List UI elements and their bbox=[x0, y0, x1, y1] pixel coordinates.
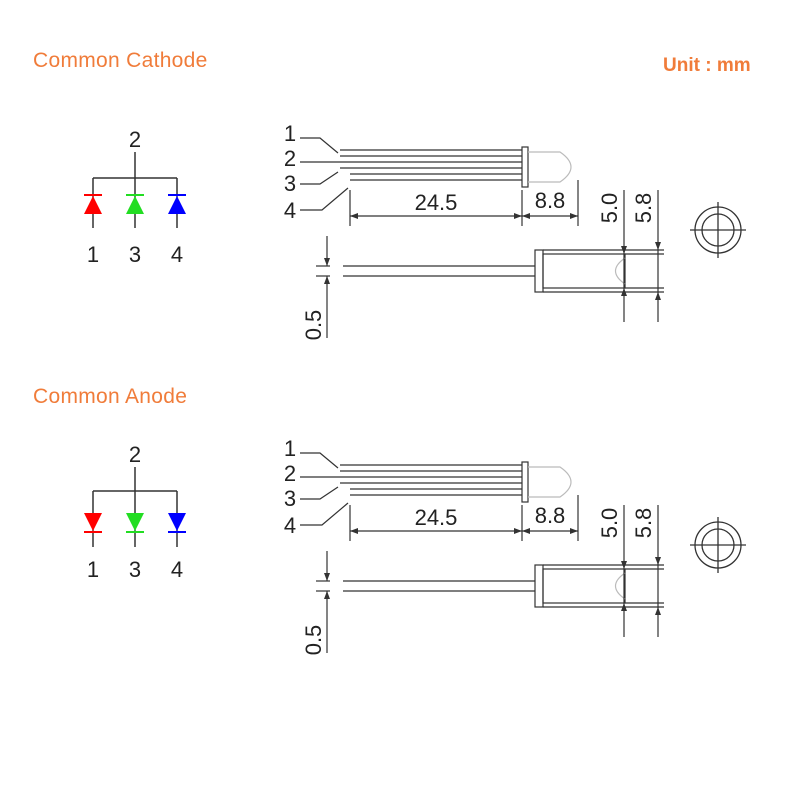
red-led-icon bbox=[84, 194, 102, 214]
schematic-pin-label: 1 bbox=[87, 557, 99, 582]
pin-callout-3: 3 bbox=[284, 486, 296, 511]
red-led-icon bbox=[84, 513, 102, 533]
pin-callout-2: 2 bbox=[284, 146, 296, 171]
dim-lead-length: 24.5 bbox=[415, 505, 458, 530]
dim-body-length: 8.8 bbox=[535, 503, 566, 528]
pin-callout-1: 1 bbox=[284, 436, 296, 461]
dim-body-dia: 5.0 bbox=[597, 508, 622, 539]
dim-arrows-top bbox=[350, 213, 578, 219]
dim-lead-width: 0.5 bbox=[301, 310, 326, 341]
schematic-pin-label: 3 bbox=[129, 242, 141, 267]
led-top-view bbox=[300, 137, 579, 226]
green-led-icon bbox=[126, 194, 144, 214]
dim-lead-width: 0.5 bbox=[301, 625, 326, 656]
dim-body-length: 8.8 bbox=[535, 188, 566, 213]
pin-callout-2: 2 bbox=[284, 461, 296, 486]
schematic-pin-label: 4 bbox=[171, 242, 183, 267]
dim-arrows-top bbox=[350, 528, 578, 534]
blue-led-icon bbox=[168, 513, 186, 533]
dim-flange-dia: 5.8 bbox=[631, 193, 656, 224]
schematic-common-pin: 2 bbox=[129, 442, 141, 467]
unit-label: Unit : mm bbox=[663, 55, 751, 76]
schematic-common-pin: 2 bbox=[129, 127, 141, 152]
anode-drawing: 2 1 3 4 1 2 3 4 24.5 8.8 bbox=[84, 436, 746, 656]
dim-arrows-side bbox=[324, 242, 661, 300]
led-end-view-icon bbox=[690, 517, 746, 573]
pin-callout-1: 1 bbox=[284, 121, 296, 146]
dim-arrows-side bbox=[324, 557, 661, 615]
anode-schematic bbox=[92, 467, 178, 547]
dim-flange-dia: 5.8 bbox=[631, 508, 656, 539]
pin-callout-3: 3 bbox=[284, 171, 296, 196]
blue-led-icon bbox=[168, 194, 186, 214]
green-led-icon bbox=[126, 513, 144, 533]
section-title-anode: Common Anode bbox=[33, 385, 188, 408]
dim-body-dia: 5.0 bbox=[597, 193, 622, 224]
section-title-cathode: Common Cathode bbox=[33, 49, 208, 72]
schematic-pin-label: 4 bbox=[171, 557, 183, 582]
cathode-schematic bbox=[92, 152, 178, 228]
pin-callout-4: 4 bbox=[284, 198, 296, 223]
cathode-drawing: 2 1 3 4 1 2 3 4 24.5 8.8 bbox=[84, 121, 746, 341]
led-top-view bbox=[300, 452, 579, 541]
schematic-pin-label: 3 bbox=[129, 557, 141, 582]
schematic-pin-label: 1 bbox=[87, 242, 99, 267]
pin-callout-4: 4 bbox=[284, 513, 296, 538]
dim-lead-length: 24.5 bbox=[415, 190, 458, 215]
led-end-view-icon bbox=[690, 202, 746, 258]
